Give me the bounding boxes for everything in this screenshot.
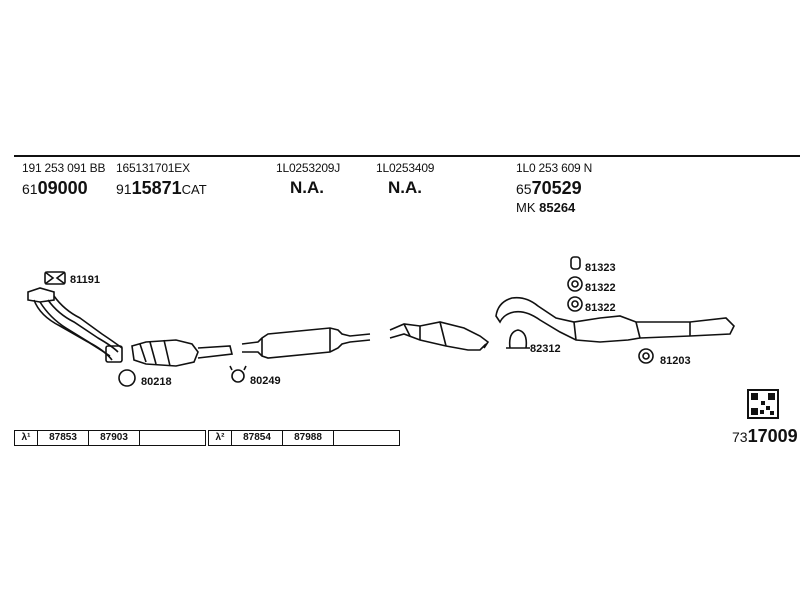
oem-ref: 191 253 091 BB <box>22 161 106 175</box>
part-label-81203: 81203 <box>660 355 691 367</box>
oem-ref: 1L0253209J <box>276 161 341 175</box>
column-front-pipe: 191 253 091 BB 6109000 <box>22 161 105 199</box>
part-label-81191: 81191 <box>70 274 100 286</box>
front-pipe-icon <box>27 287 123 363</box>
rubber-mount-icon <box>567 256 583 312</box>
oem-ref: 1L0253409 <box>376 161 435 175</box>
lambda-part: 87853 <box>38 431 89 445</box>
mounting-kit: MK 85264 <box>516 200 576 215</box>
lambda-label: λ² <box>209 431 232 445</box>
lambda-part: 87854 <box>232 431 283 445</box>
column-front-silencer: 1L0253209J N.A. <box>276 161 340 198</box>
lambda-row-1: λ¹ 87853 87903 <box>14 430 206 446</box>
qr-code-icon <box>747 389 779 419</box>
part-number: 9115871CAT <box>116 178 207 198</box>
lambda-part: 87903 <box>89 431 140 445</box>
part-label-80249: 80249 <box>250 375 281 387</box>
not-available: N.A. <box>290 178 324 197</box>
part-number: 6570529 <box>516 178 582 198</box>
front-silencer-icon <box>241 327 371 359</box>
lambda-part: 87988 <box>283 431 334 445</box>
clamp-icon <box>229 365 247 383</box>
catalyst-icon <box>131 339 233 367</box>
column-catalyst: 165131701EX 9115871CAT <box>116 161 207 200</box>
part-label-81323: 81323 <box>585 262 616 274</box>
column-rear-silencer: 1L0 253 609 N 6570529 MK 85264 <box>516 161 592 215</box>
catalog-number: 7317009 <box>732 426 798 446</box>
oem-ref: 165131701EX <box>116 161 190 175</box>
column-middle-silencer: 1L0253409 N.A. <box>376 161 434 198</box>
rear-silencer-icon <box>495 296 735 343</box>
lambda-label: λ¹ <box>15 431 38 445</box>
not-available: N.A. <box>388 178 422 197</box>
part-label-80218: 80218 <box>141 376 172 388</box>
ring-icon <box>638 348 654 364</box>
middle-silencer-icon <box>389 321 490 351</box>
part-label-81322: 81322 <box>585 282 616 294</box>
part-number: 6109000 <box>22 178 88 198</box>
part-label-82312: 82312 <box>530 343 561 355</box>
clamp-icon <box>506 329 530 349</box>
gasket-icon <box>44 271 66 285</box>
part-label-81322: 81322 <box>585 302 616 314</box>
ring-icon <box>118 369 136 387</box>
oem-ref: 1L0 253 609 N <box>516 161 593 175</box>
lambda-row-2: λ² 87854 87988 <box>208 430 400 446</box>
header-rule <box>14 155 800 157</box>
